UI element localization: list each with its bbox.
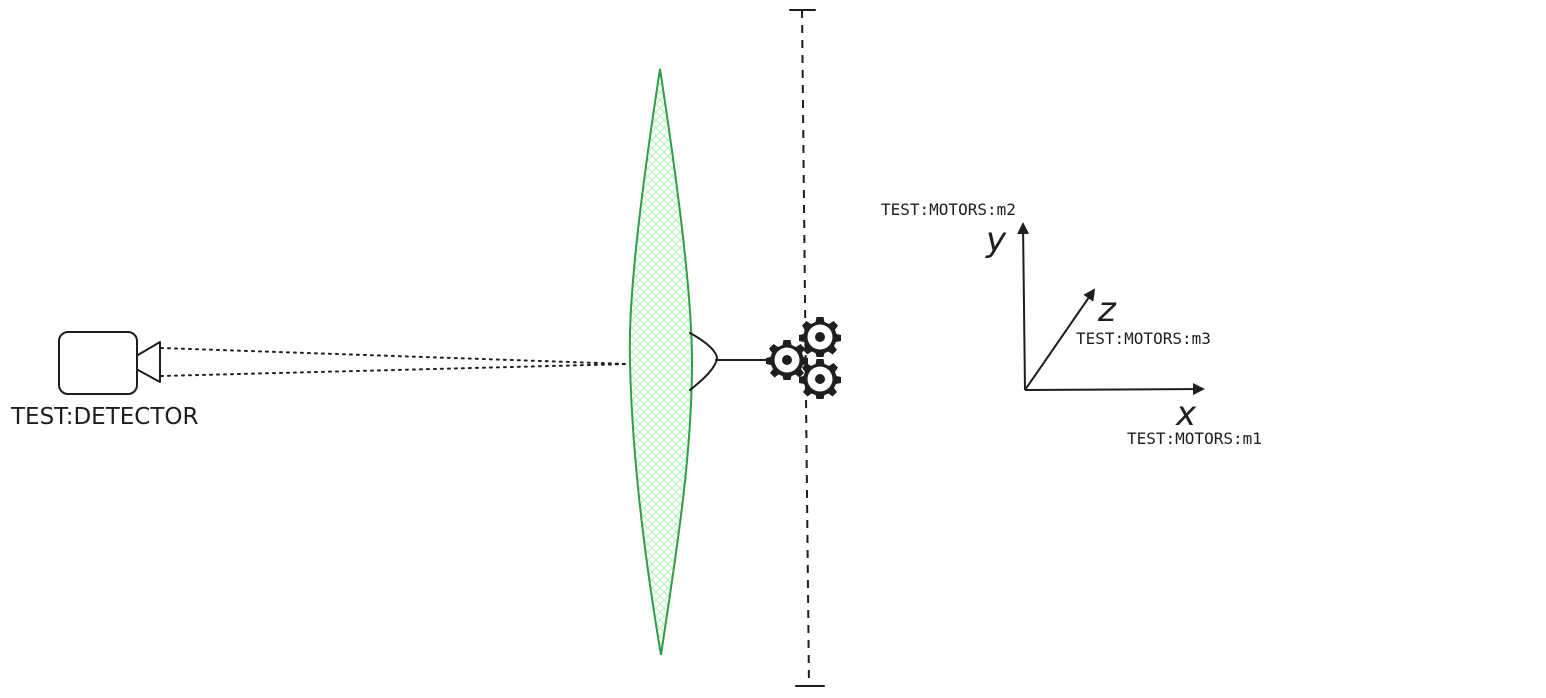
z-axis-arrow (1024, 288, 1096, 391)
x-axis-arrow (1024, 383, 1205, 396)
y-axis-arrow (1017, 222, 1030, 391)
detector-label: TEST:DETECTOR (10, 404, 198, 430)
gears-icon (766, 317, 841, 399)
y-axis-letter: y (985, 220, 1007, 260)
lens-mount (689, 332, 773, 391)
y-motor-label: TEST:MOTORS:m2 (881, 200, 1016, 219)
x-motor-label: TEST:MOTORS:m1 (1127, 429, 1262, 448)
lens-icon (628, 68, 694, 656)
beam-path (160, 347, 629, 377)
sample-plane (789, 9, 825, 687)
z-axis-letter: z (1097, 290, 1117, 330)
camera-icon (58, 331, 161, 395)
coordinate-axes (1017, 222, 1205, 396)
x-axis-letter: x (1175, 394, 1197, 434)
z-motor-label: TEST:MOTORS:m3 (1076, 329, 1211, 348)
